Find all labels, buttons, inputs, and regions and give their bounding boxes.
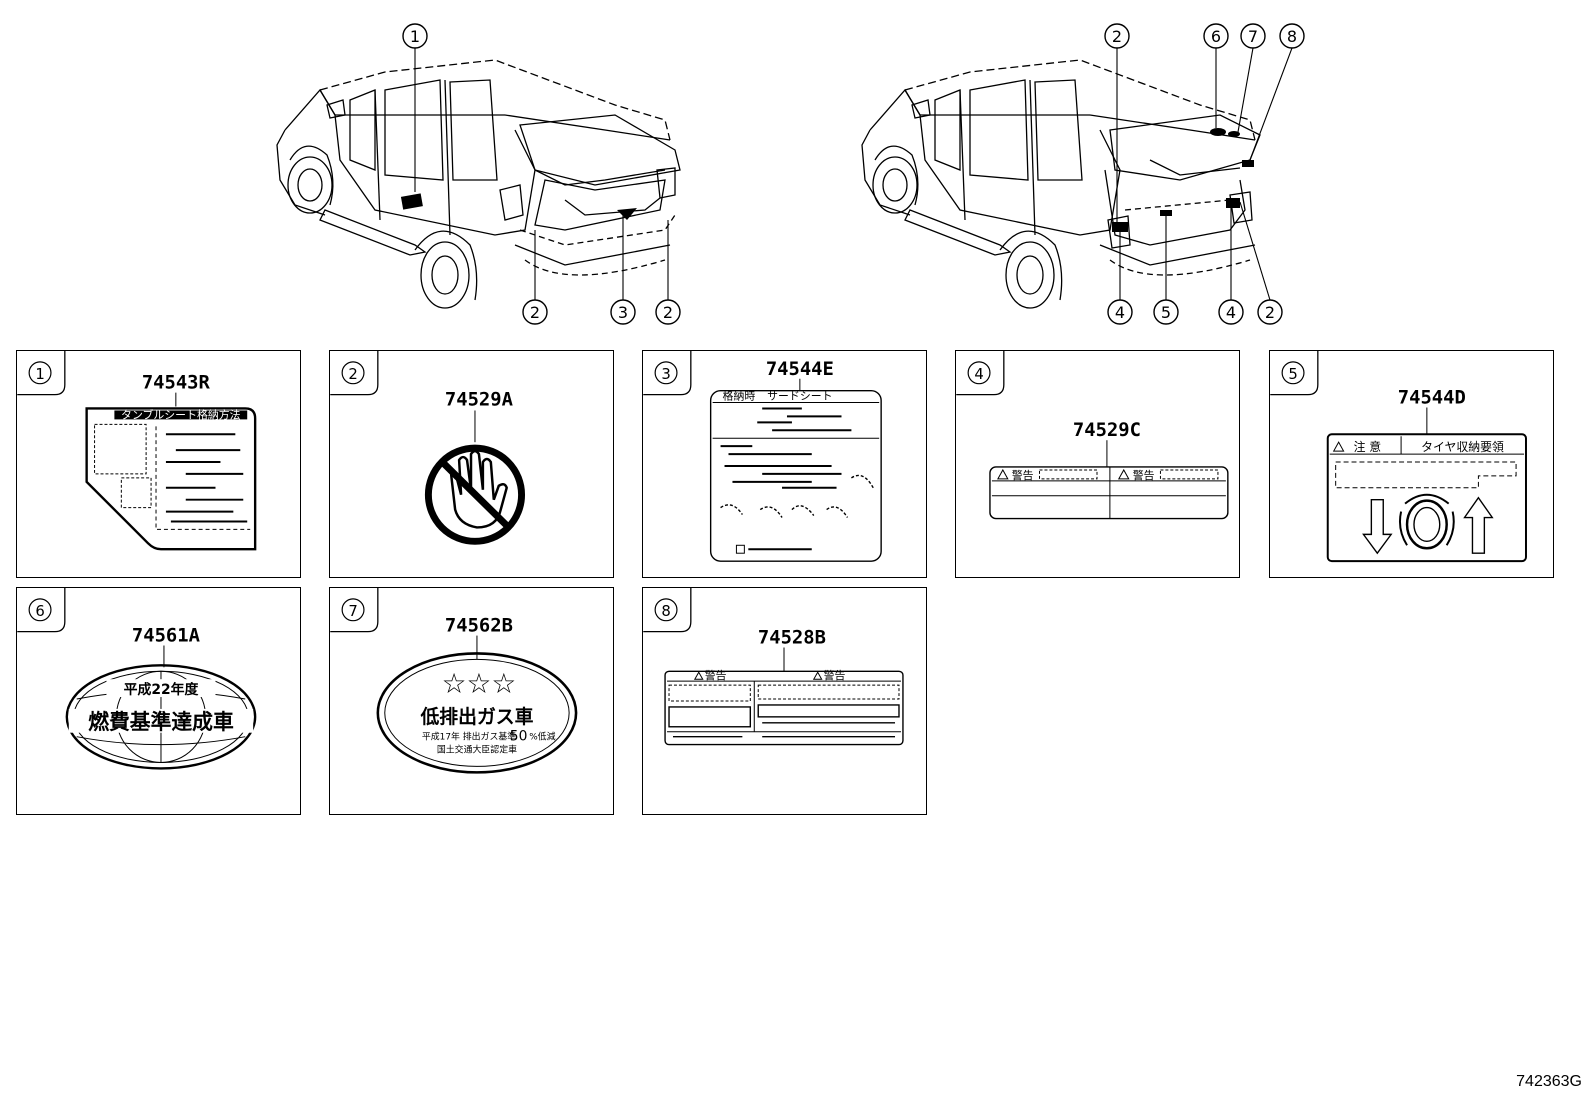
svg-text:2: 2 (1265, 303, 1275, 322)
panel-6-74561A: 6 74561A 平成22年度 燃費基準達成車 (16, 587, 301, 815)
label-74544D: 注 意 タイヤ収納要領 (1326, 433, 1527, 563)
callouts-right: 2 6 7 8 4 5 4 2 (1104, 23, 1305, 325)
panel-1-74543R: 1 74543R タンブルシート格納方法 (16, 350, 301, 578)
callout-2: 2 (1104, 23, 1130, 49)
svg-text:タンブルシート格納方法: タンブルシート格納方法 (121, 407, 241, 421)
panel-4-74529C: 4 74529C 警告 警告 (955, 350, 1240, 578)
svg-text:注 意: 注 意 (1354, 440, 1382, 454)
callouts-left: 1 2 3 2 (402, 23, 681, 325)
svg-text:平成22年度: 平成22年度 (124, 681, 199, 698)
svg-text:低排出ガス車: 低排出ガス車 (419, 705, 533, 728)
callout-2: 2 (522, 299, 548, 325)
panel-8-74528B: 8 74528B 警告 警告 (642, 587, 927, 815)
svg-text:格納時: 格納時 (723, 389, 756, 403)
label-74528B: 警告 警告 (664, 668, 904, 746)
svg-text:2: 2 (530, 303, 540, 322)
part-number: 74528B (758, 628, 826, 649)
svg-text:警告: 警告 (705, 668, 727, 682)
panel-3-74544E: 3 74544E 格納時 サードシート (642, 350, 927, 578)
label-74543R: タンブルシート格納方法 (85, 407, 257, 551)
svg-text:6: 6 (1211, 27, 1221, 46)
callout-2b: 2 (655, 299, 681, 325)
svg-text:燃費基準達成車: 燃費基準達成車 (88, 710, 234, 734)
callout-5: 5 (1153, 299, 1179, 325)
svg-text:8: 8 (1287, 27, 1297, 46)
svg-text:平成17年 排出ガス基準: 平成17年 排出ガス基準 (422, 731, 516, 743)
svg-text:4: 4 (1226, 303, 1236, 322)
svg-text:2: 2 (1112, 27, 1122, 46)
svg-text:5: 5 (1161, 303, 1171, 322)
figure-code: 742363G (1516, 1073, 1582, 1090)
star-icons: ☆☆☆ (442, 667, 517, 700)
svg-text:3: 3 (618, 303, 628, 322)
label-74562B: ☆☆☆ 低排出ガス車 平成17年 排出ガス基準 50 %低減 国土交通大臣認定車 (376, 652, 578, 774)
panel-number: 1 (35, 365, 44, 383)
svg-text:%低減: %低減 (529, 731, 555, 743)
panel-number: 2 (348, 365, 357, 383)
label-74529C: 警告 警告 (989, 466, 1229, 520)
part-number: 74544D (1398, 388, 1466, 409)
label-74544E: 格納時 サードシート (709, 389, 882, 562)
callout-4: 4 (1107, 299, 1133, 325)
svg-text:4: 4 (1115, 303, 1125, 322)
callout-2b: 2 (1257, 299, 1283, 325)
part-number: 74561A (132, 626, 201, 647)
callout-3: 3 (610, 299, 636, 325)
svg-text:サードシート: サードシート (767, 390, 832, 403)
panel-number: 7 (348, 602, 357, 620)
panel-number: 8 (661, 602, 670, 620)
panel-2-74529A: 2 74529A (329, 350, 614, 578)
svg-text:7: 7 (1248, 27, 1258, 46)
panel-5-74544D: 5 74544D 注 意 タイヤ収納要領 (1269, 350, 1554, 578)
part-number: 74529A (445, 390, 514, 411)
svg-text:国土交通大臣認定車: 国土交通大臣認定車 (437, 744, 517, 756)
svg-text:警告: 警告 (1133, 468, 1155, 482)
no-touch-hand-icon (424, 444, 526, 545)
panel-7-74562B: 7 74562B ☆☆☆ 低排出ガス車 平成17年 排出ガス基準 50 %低減 … (329, 587, 614, 815)
callout-6: 6 (1203, 23, 1229, 49)
svg-text:警告: 警告 (824, 668, 846, 682)
panel-number: 4 (974, 365, 983, 383)
panel-number: 3 (661, 365, 670, 383)
callout-7: 7 (1240, 23, 1266, 49)
svg-text:50: 50 (510, 729, 528, 745)
vehicle-view-left (276, 59, 681, 309)
callout-8: 8 (1279, 23, 1305, 49)
part-number: 74529C (1073, 420, 1141, 441)
part-number: 74562B (445, 616, 513, 637)
label-74561A: 平成22年度 燃費基準達成車 (65, 664, 257, 770)
svg-text:警告: 警告 (1012, 468, 1034, 482)
callout-4b: 4 (1218, 299, 1244, 325)
panel-number: 6 (35, 602, 44, 620)
callout-1: 1 (402, 23, 428, 49)
svg-text:タイヤ収納要領: タイヤ収納要領 (1421, 440, 1504, 454)
part-number: 74544E (766, 359, 834, 380)
svg-text:2: 2 (663, 303, 673, 322)
panel-number: 5 (1288, 365, 1297, 383)
svg-text:1: 1 (410, 27, 420, 46)
part-number: 74543R (142, 373, 211, 394)
